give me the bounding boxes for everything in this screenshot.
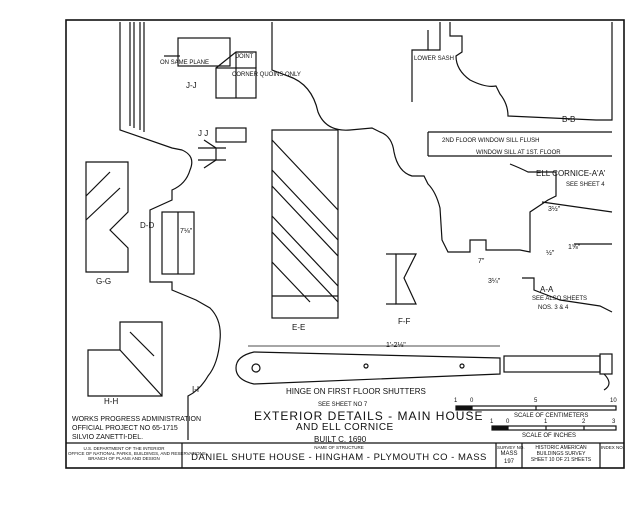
agency-line-3: BRANCH OF PLANS AND DESIGN [88, 456, 160, 462]
survey-number-label: SURVEY NO. [497, 445, 525, 450]
label-see-sheet-4: SEE SHEET 4 [566, 182, 605, 188]
credit-wpa: WORKS PROGRESS ADMINISTRATION [72, 416, 201, 423]
scale-inches-bar [491, 425, 617, 431]
label-on-same-plane: ON SAME PLANE [160, 60, 210, 66]
label-section-f-f: F-F [398, 317, 411, 326]
survey-number: 197 [503, 459, 514, 465]
see-sheet-note: SEE SHEET NO 7 [318, 402, 368, 408]
label-section-d-d: D-D [140, 221, 155, 230]
label-window-sill-first: WINDOW SILL AT 1ST. FLOOR [476, 150, 561, 156]
drawing-subtitle: AND ELL CORNICE [296, 422, 394, 433]
title-block-agency: U.S. DEPARTMENT OF THE INTERIOR OFFICE O… [68, 446, 206, 462]
label-section-a-a: A-A [540, 285, 554, 294]
label-section-j-j: J-J [186, 81, 197, 90]
label-ell-cornice: ELL CORNICE-A'A' [536, 169, 606, 178]
detail-h-h [87, 321, 163, 397]
hinge-caption: HINGE ON FIRST FLOOR SHUTTERS [286, 387, 426, 396]
detail-b-b [411, 22, 613, 157]
label-section-e-e: E-E [292, 323, 306, 332]
label-see-also-sheets: SEE ALSO SHEETS [532, 296, 588, 302]
dimension-3-4: 3¼" [488, 278, 501, 285]
credit-delineator: SILVIO ZANETTI-DEL. [72, 434, 144, 441]
structure-name: DANIEL SHUTE HOUSE - HINGHAM - PLYMOUTH … [191, 452, 487, 463]
label-second-floor-sill: 2ND FLOOR WINDOW SILL FLUSH [442, 138, 540, 144]
dimension-7-8: 7⅛" [180, 228, 193, 235]
dimension-7: 7" [478, 258, 485, 265]
drawing-title: EXTERIOR DETAILS - MAIN HOUSE [254, 409, 484, 423]
survey-state: MASS [500, 451, 518, 457]
detail-j-j [164, 37, 257, 99]
sheet-count: SHEET 10 OF 21 SHEETS [530, 456, 592, 463]
label-section-i-i: I-I [192, 385, 200, 394]
cornice-profile-left [119, 22, 221, 440]
label-section-h-h: H-H [104, 397, 119, 406]
habs-line-2: BUILDINGS SURVEY [536, 450, 586, 457]
habs-block: HISTORIC AMERICAN BUILDINGS SURVEY SHEET… [523, 445, 599, 463]
detail-g-g [85, 161, 129, 273]
detail-d-d [161, 211, 195, 275]
dimension-half: ½" [546, 250, 555, 257]
scale-in-tick-0: 0 [506, 419, 510, 425]
index-number-label: INDEX NO. [601, 445, 625, 450]
scale-in-tick-3: 3 [612, 419, 616, 425]
label-section-b-b: B-B [562, 115, 576, 124]
dimension-1-5-8: 1⅝" [568, 244, 581, 251]
dimension-hinge-length: 1'-2⅛" [386, 342, 406, 349]
label-sheet-numbers: NOS. 3 & 4 [538, 305, 569, 311]
credit-project: OFFICIAL PROJECT NO 65-1715 [72, 425, 178, 432]
scale-cm-label: SCALE OF CENTIMETERS [514, 413, 589, 419]
dimension-3-half: 3½" [548, 206, 561, 213]
agency-line-2: OFFICE OF NATIONAL PARKS, BUILDINGS, AND… [68, 451, 206, 457]
label-joint: JOINT [236, 54, 254, 60]
scale-cm-tick-10: 10 [610, 398, 617, 404]
detail-f-f [386, 253, 417, 305]
hinge-drawing [235, 345, 613, 391]
scale-in-tick-1: 1 [490, 419, 494, 425]
label-lower-sash: LOWER SASH [414, 56, 455, 62]
scale-cm-tick-0: 0 [470, 398, 474, 404]
habs-line-1: HISTORIC AMERICAN [535, 445, 587, 451]
agency-line-1: U.S. DEPARTMENT OF THE INTERIOR [83, 446, 165, 451]
label-corner-quoins: CORNER QUOINS ONLY [232, 72, 301, 78]
detail-j-j-small [198, 127, 247, 169]
scale-cm-tick-5: 5 [534, 398, 538, 404]
scale-cm-tick-1: 1 [454, 398, 458, 404]
scale-in-tick-1b: 1 [544, 419, 548, 425]
built-date: BUILT C. 1690 [314, 435, 367, 444]
scale-in-tick-2: 2 [582, 419, 586, 425]
detail-e-e [271, 129, 339, 319]
label-section-j-j-small: J J [198, 129, 209, 138]
scale-in-label: SCALE OF INCHES [522, 433, 577, 439]
label-section-g-g: G-G [96, 277, 112, 286]
structure-label: NAME OF STRUCTURE [314, 445, 364, 450]
sheet-border [65, 19, 625, 469]
detail-a-a [522, 201, 613, 313]
